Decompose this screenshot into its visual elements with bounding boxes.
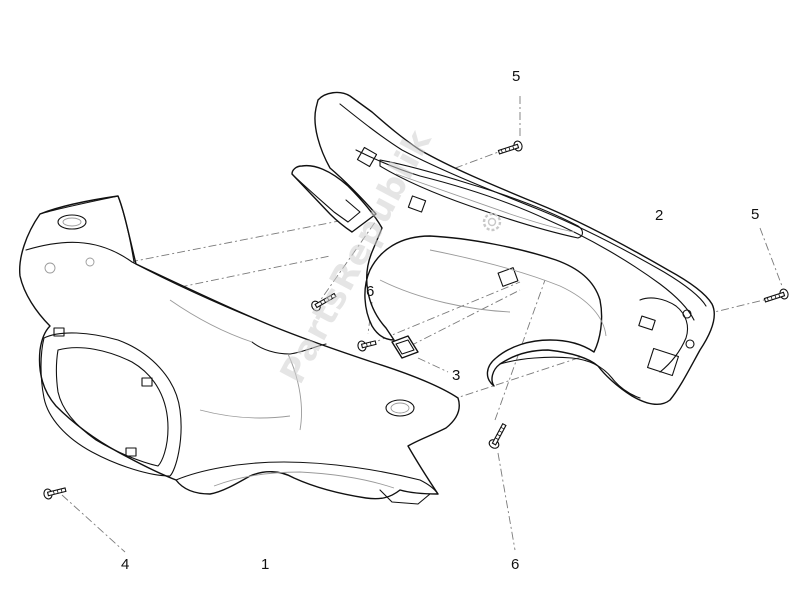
- callout-5-right: 5: [751, 206, 759, 223]
- callout-2: 2: [655, 207, 663, 224]
- screw-5-right: [763, 288, 789, 303]
- assembly-line: [379, 143, 521, 197]
- callout-4: 4: [121, 556, 129, 573]
- screw-shank: [763, 291, 786, 303]
- callout-6-bottom: 6: [511, 556, 519, 573]
- front-cover-lower-lip: [175, 461, 439, 495]
- rear-cover-contour: [379, 279, 511, 313]
- assembly-line: [494, 279, 546, 421]
- rear-cover-opening: [379, 159, 584, 239]
- rear-cover-contour: [429, 249, 607, 337]
- leader-line-5b: [759, 227, 783, 287]
- callout-6-middle: 6: [366, 283, 374, 300]
- rear-cover-boss: [685, 339, 695, 349]
- front-cover-hood: [39, 195, 135, 263]
- front-cover-grip-opening-inner: [55, 347, 169, 467]
- rear-cover-right-end: [639, 297, 689, 373]
- callouts: 1 2 3 4 5 5 6 6: [121, 68, 759, 573]
- rear-cover-boss: [682, 309, 692, 319]
- rear-cover-clip: [407, 195, 427, 213]
- front-cover-mirror-hole: [57, 214, 87, 230]
- screw-6-short: [357, 340, 377, 352]
- screw-6-middle: [311, 292, 337, 312]
- front-cover-hood-edge: [25, 241, 259, 321]
- leader-line-3: [417, 357, 449, 373]
- front-cover-clip: [53, 327, 65, 337]
- screw-6-bottom: [488, 422, 507, 449]
- assembly-line: [314, 217, 379, 309]
- front-cover-mirror-hole: [385, 399, 415, 417]
- front-cover-contour: [287, 353, 302, 431]
- screw-shank: [491, 422, 507, 446]
- screw-shank: [497, 143, 520, 155]
- gear-icon: [482, 212, 502, 232]
- rear-cover-opening-inner: [395, 173, 575, 233]
- rear-cover-switch-slot: [646, 347, 680, 377]
- rear-cover-clip: [356, 146, 378, 168]
- rear-cover-inner-rim: [355, 149, 695, 321]
- leader-line-4: [61, 494, 126, 553]
- leader-line-6b: [497, 452, 516, 551]
- screw-5-top: [497, 140, 523, 155]
- rear-handlebar-cover: [291, 91, 716, 406]
- front-cover-grip-opening: [40, 332, 182, 477]
- front-cover-clip: [141, 377, 153, 387]
- clip-nut-body: [391, 335, 419, 359]
- callout-5-top: 5: [512, 68, 520, 85]
- rear-cover-lower-wing: [499, 356, 641, 399]
- front-cover-tab: [379, 489, 431, 505]
- front-cover-clip: [125, 447, 137, 457]
- clip-nut-tongue: [395, 339, 415, 355]
- callout-3: 3: [452, 367, 460, 384]
- front-cover-lower-lip-inner: [213, 471, 395, 489]
- clip-nut-3: [391, 335, 419, 359]
- screw-shank: [360, 340, 377, 349]
- rear-cover-shell: [291, 91, 716, 406]
- screw-4: [43, 487, 67, 500]
- front-handlebar-cover: [18, 195, 460, 505]
- screw-shank: [314, 292, 337, 309]
- callout-1: 1: [261, 556, 269, 573]
- rear-cover-switch-slot: [638, 315, 656, 331]
- rear-cover-left-tab: [291, 173, 361, 223]
- front-cover-contour: [199, 409, 291, 419]
- assembly-line: [409, 289, 521, 347]
- rear-cover-clip: [497, 267, 519, 287]
- front-cover-crease: [251, 341, 327, 355]
- screw-shank: [46, 487, 67, 497]
- front-cover-mirror-hole-inner: [390, 402, 410, 414]
- front-cover-mirror-hole-inner: [62, 217, 82, 227]
- assembly-line: [367, 281, 521, 346]
- front-cover-contour: [169, 299, 253, 343]
- front-cover-boss: [85, 257, 95, 267]
- front-cover-boss: [44, 262, 56, 274]
- rear-cover-rim: [339, 103, 707, 307]
